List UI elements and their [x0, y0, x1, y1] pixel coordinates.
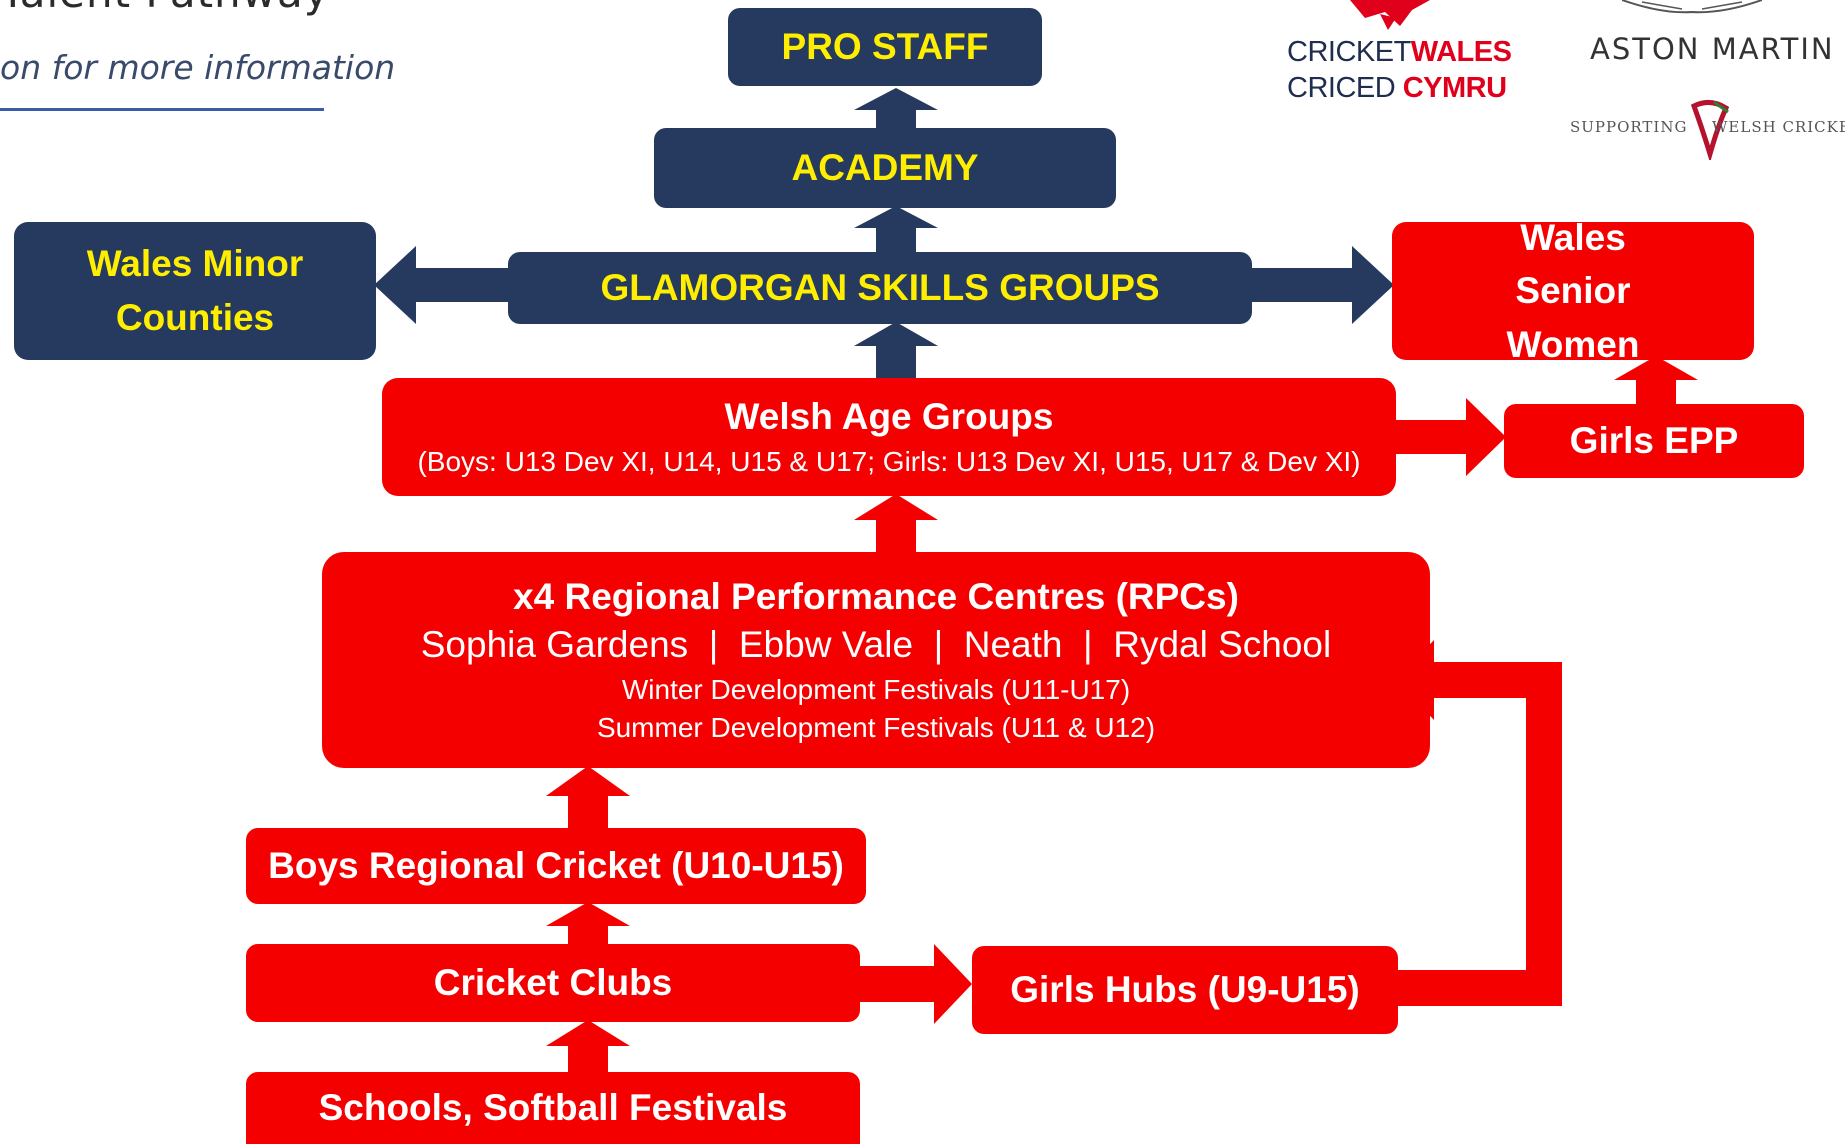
boys-regional-cricket-box: Boys Regional Cricket (U10-U15) [246, 828, 866, 904]
academy-box: ACADEMY [654, 128, 1116, 208]
cricket-clubs-label: Cricket Clubs [433, 962, 673, 1003]
arrow-agegroups-to-glamorgan [854, 322, 938, 380]
wales-senior-women-box: Wales Senior Women [1392, 217, 1754, 365]
header-underline [0, 108, 324, 111]
schools-softball-festivals-box: Schools, Softball Festivals [246, 1072, 860, 1144]
logo-cricket-text: CRICKET [1287, 36, 1411, 68]
rpcs-venues: Sophia Gardens | Ebbw Vale | Neath | Ryd… [420, 624, 1332, 665]
girls-epp-box: Girls EPP [1504, 404, 1804, 478]
glamorgan-skills-groups-box: GLAMORGAN SKILLS GROUPS [508, 252, 1252, 324]
supporting-text: SUPPORTING [1570, 118, 1688, 136]
dragon-icon [1350, 0, 1430, 30]
logo-criced-text: CRICED [1287, 72, 1396, 104]
rpcs-winter-festivals: Winter Development Festivals (U11-U17) [621, 674, 1131, 705]
logo-cymru-text: CYMRU [1402, 72, 1507, 104]
arrow-girls-epp-to-senior-women [1614, 356, 1698, 406]
rpcs-summer-festivals: Summer Development Festivals (U11 & U12) [596, 712, 1156, 743]
boys-regional-label: Boys Regional Cricket (U10-U15) [268, 845, 844, 886]
arrow-rpcs-to-agegroups [854, 494, 938, 556]
arrow-schools-to-clubs [546, 1020, 630, 1074]
arrow-clubs-to-girls-hubs [858, 944, 972, 1024]
schools-label: Schools, Softball Festivals [318, 1087, 788, 1128]
academy-label: ACADEMY [791, 147, 979, 188]
arrow-glamorgan-to-academy [854, 206, 938, 254]
glamorgan-label: GLAMORGAN SKILLS GROUPS [600, 267, 1160, 308]
girls-hubs-label: Girls Hubs (U9-U15) [1010, 969, 1360, 1010]
welsh-cricket-text: WELSH CRICKE [1712, 118, 1845, 136]
pro-staff-label: PRO STAFF [781, 26, 989, 67]
arrow-clubs-to-boys-regional [546, 902, 630, 946]
aston-martin-wings-icon [1622, 0, 1762, 14]
page-subtitle: on for more information [0, 48, 396, 87]
dragon-emblem-icon [1690, 100, 1730, 160]
arrow-glamorgan-to-senior-women [1246, 246, 1394, 324]
girls-epp-label: Girls EPP [1569, 420, 1739, 461]
wales-minor-counties-box: Wales Minor Counties [14, 222, 376, 360]
logo-wales-text: WALES [1410, 36, 1512, 68]
cricket-clubs-box: Cricket Clubs [246, 944, 860, 1022]
rpcs-title: x4 Regional Performance Centres (RPCs) [513, 576, 1239, 617]
welsh-age-groups-box: Welsh Age Groups (Boys: U13 Dev XI, U14,… [382, 378, 1396, 496]
arrow-glamorgan-to-minor-counties [374, 246, 514, 324]
page-title: Talent Pathway [0, 0, 330, 17]
wales-minor-counties-label: Wales Minor Counties [86, 243, 304, 338]
aston-martin-text: ASTON MARTIN [1590, 32, 1835, 66]
welsh-age-groups-title: Welsh Age Groups [724, 396, 1054, 437]
pro-staff-box: PRO STAFF [728, 8, 1042, 86]
girls-hubs-box: Girls Hubs (U9-U15) [972, 946, 1398, 1034]
rpcs-box: x4 Regional Performance Centres (RPCs) S… [322, 552, 1430, 768]
arrow-boys-regional-to-rpcs [546, 766, 630, 830]
arrow-agegroups-to-girls-epp [1394, 398, 1506, 476]
arrow-academy-to-pro-staff [854, 88, 938, 130]
wales-senior-women-label: Wales Senior Women [1506, 216, 1640, 365]
welsh-age-groups-detail: (Boys: U13 Dev XI, U14, U15 & U17; Girls… [417, 446, 1361, 477]
